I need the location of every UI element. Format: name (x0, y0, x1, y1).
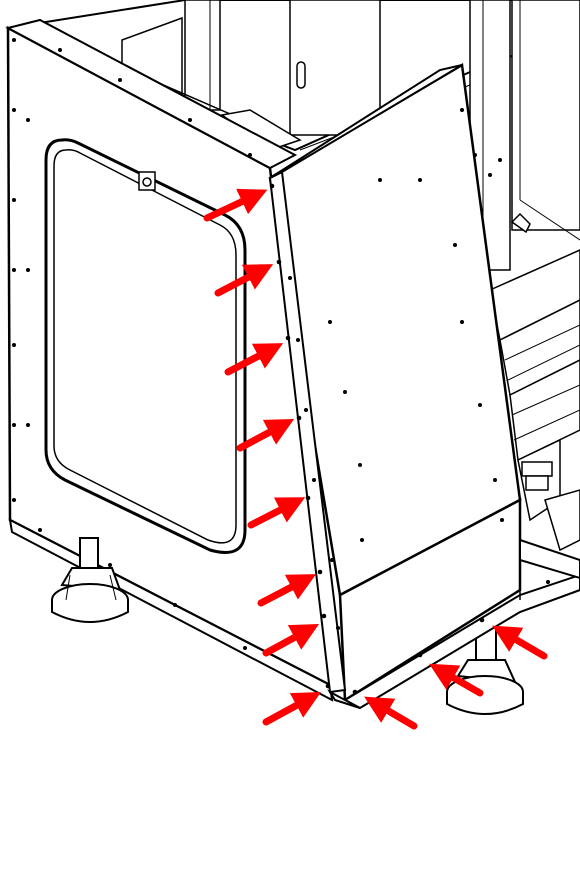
arrow-6 (257, 574, 317, 607)
arrow-10 (429, 663, 484, 697)
left-panel-screws (12, 38, 252, 650)
arrow-11 (492, 625, 548, 660)
arrow-5 (247, 497, 306, 529)
base-plate (327, 538, 580, 710)
arrow-2 (214, 264, 274, 297)
red-arrows (203, 188, 548, 730)
arrow-8 (262, 691, 322, 726)
arrow-9 (364, 696, 418, 730)
arrow-7 (262, 623, 320, 657)
arrow-1 (203, 188, 268, 222)
side-window (44, 138, 247, 554)
left-foot (51, 537, 129, 623)
front-panel (268, 62, 522, 703)
front-panel-screws (269, 108, 550, 695)
rear-frame (7, 0, 580, 552)
arrow-4 (236, 419, 295, 452)
arrow-3 (224, 343, 284, 376)
